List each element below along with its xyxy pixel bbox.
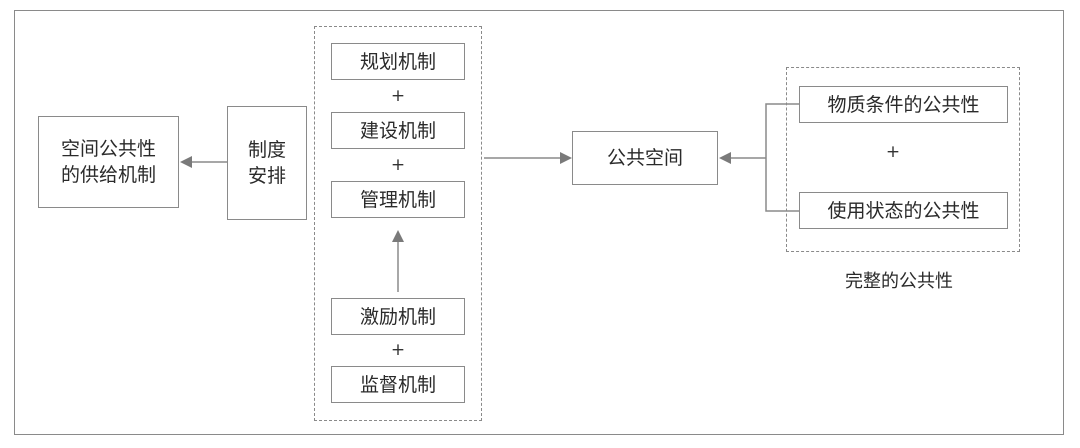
plus-sign: + [885,142,901,162]
plus-sign: + [390,86,406,106]
supply-mechanism-box: 空间公共性 的供给机制 [38,116,179,208]
complete-publicness-group [786,67,1020,252]
supervision-mechanism-box: 监督机制 [331,366,465,403]
plus-sign: + [390,340,406,360]
management-mechanism-box: 管理机制 [331,181,465,218]
plus-sign: + [390,155,406,175]
complete-publicness-caption: 完整的公共性 [845,271,953,292]
public-space-box: 公共空间 [572,131,718,185]
mechanisms-group [314,26,482,421]
institutional-arrangement-box: 制度 安排 [227,106,307,220]
outer-frame [14,10,1064,435]
construction-mechanism-box: 建设机制 [331,112,465,149]
incentive-mechanism-box: 激励机制 [331,298,465,335]
usage-publicness-box: 使用状态的公共性 [799,192,1008,229]
bracket-publicness [765,103,799,212]
material-publicness-box: 物质条件的公共性 [799,86,1008,123]
planning-mechanism-box: 规划机制 [331,43,465,80]
